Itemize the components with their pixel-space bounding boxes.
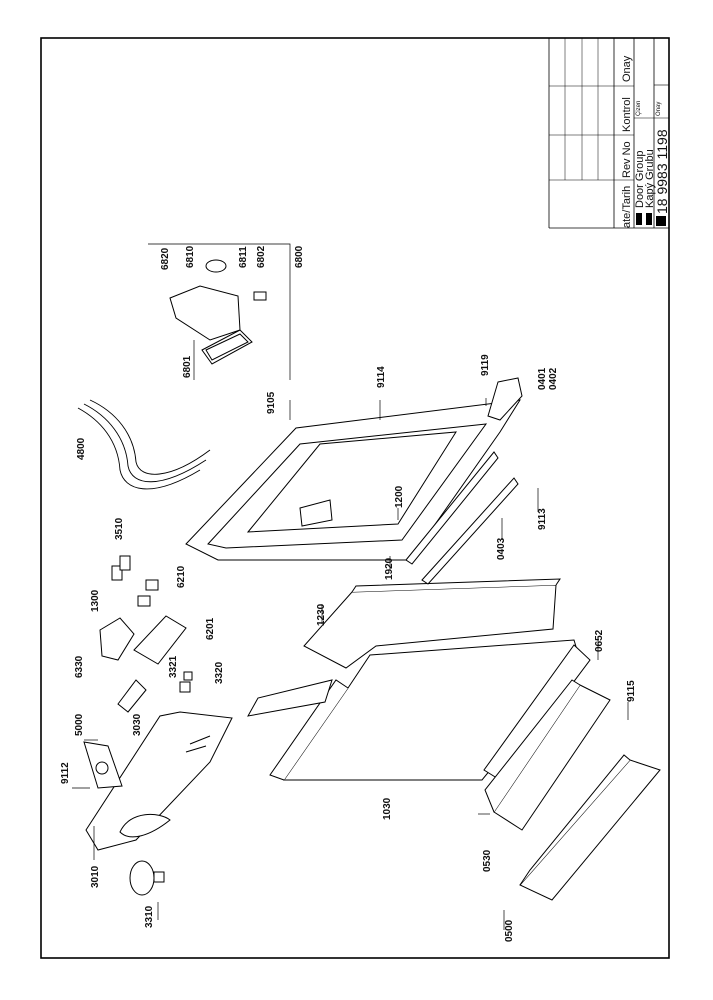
label-9113: 9113 [537, 508, 548, 530]
header-rev: Rev No [621, 141, 633, 178]
switch-3510 [111, 555, 131, 581]
module-5000 [83, 741, 123, 789]
seal-strip-0403 [421, 477, 519, 585]
title-english: Door Group [634, 151, 646, 208]
label-3010: 3010 [90, 865, 101, 888]
label-6801: 6801 [182, 355, 193, 378]
label-1300: 1300 [90, 589, 101, 612]
cable-harness-4800 [77, 399, 211, 490]
header-kontrol: Kontrol [621, 97, 633, 132]
label-4800: 4800 [76, 437, 87, 460]
header-date: ate/Tarih [621, 186, 633, 228]
approve-label: Onay [656, 102, 662, 116]
title-marker [636, 213, 642, 225]
label-9105: 9105 [266, 391, 277, 414]
hinge-0401 [487, 377, 523, 421]
title-marker-2 [646, 213, 652, 225]
label-0500: 0500 [504, 919, 515, 942]
label-0530: 0530 [482, 849, 493, 872]
title-turkish: Kapý Grubu [644, 149, 656, 208]
drawing-border [40, 37, 670, 959]
label-0403: 0403 [496, 537, 507, 560]
handle-profile-0530 [484, 679, 611, 831]
label-6810: 6810 [185, 245, 196, 268]
label-1030: 1030 [382, 797, 393, 820]
label-0652: 0652 [594, 629, 605, 652]
label-9114: 9114 [376, 366, 387, 388]
label-9119: 9119 [480, 354, 491, 376]
part-labels: 6820 6810 6811 6802 6800 6801 9119 0401 … [60, 245, 637, 942]
label-5000: 5000 [74, 713, 85, 736]
button-3320 [179, 671, 193, 693]
board-6201 [133, 615, 187, 665]
door-panel-1230 [303, 578, 561, 669]
control-board-1300 [99, 617, 135, 661]
bottom-profile-0500 [519, 754, 661, 901]
control-panel-3010 [85, 711, 233, 851]
label-1230: 1230 [316, 603, 327, 626]
seal-strip-1920 [405, 451, 499, 565]
callout-lines [72, 243, 629, 930]
label-6201: 6201 [205, 617, 216, 640]
label-9115: 9115 [626, 680, 637, 702]
knob-3310 [129, 860, 165, 896]
gasket-6801 [201, 329, 253, 365]
label-6811: 6811 [238, 246, 249, 268]
header-onay: Onay [621, 55, 633, 82]
switch-6210 [137, 579, 159, 607]
label-6802: 6802 [256, 245, 267, 268]
label-6330: 6330 [74, 655, 85, 678]
inner-door-1200 [185, 399, 521, 561]
label-0402: 0402 [548, 367, 559, 390]
label-3510: 3510 [114, 517, 125, 540]
label-6210: 6210 [176, 565, 187, 588]
number-marker [656, 216, 666, 226]
drawn-by-label: Çizen [636, 101, 642, 116]
label-3030: 3030 [132, 713, 143, 736]
label-3320: 3320 [214, 661, 225, 684]
lever-3030 [117, 679, 147, 713]
label-1200: 1200 [394, 485, 405, 508]
label-3310: 3310 [144, 905, 155, 928]
title-block: ate/Tarih Rev No Kontrol Onay Door Group… [548, 38, 670, 229]
label-1920: 1920 [384, 557, 395, 580]
drawing-number: 18 9983 1198 [654, 129, 670, 214]
bracket-assembly-6800 [169, 259, 267, 341]
label-0401: 0401 [537, 367, 548, 390]
label-9112: 9112 [60, 762, 71, 784]
label-6800: 6800 [294, 245, 305, 268]
label-6820: 6820 [160, 247, 171, 270]
label-3321: 3321 [168, 655, 179, 678]
